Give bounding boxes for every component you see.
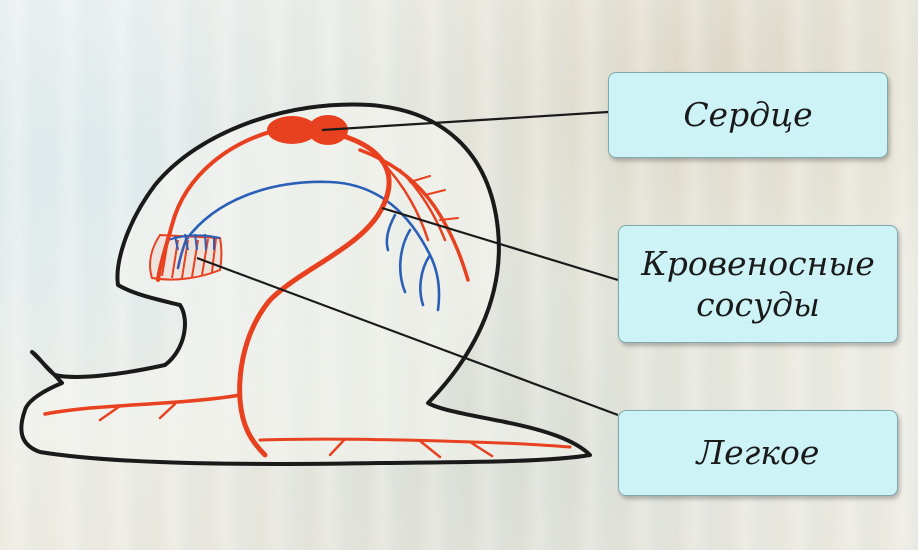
- label-lung: Легкое: [618, 410, 898, 496]
- label-blood-vessels: Кровеносные сосуды: [618, 225, 898, 343]
- snail-outline: [21, 104, 590, 464]
- label-vessels-line2: сосуды: [641, 284, 875, 325]
- label-lung-text: Легкое: [697, 432, 820, 473]
- label-heart-text: Сердце: [683, 94, 812, 135]
- label-heart: Сердце: [608, 72, 888, 158]
- label-vessels-line1: Кровеносные: [641, 243, 875, 284]
